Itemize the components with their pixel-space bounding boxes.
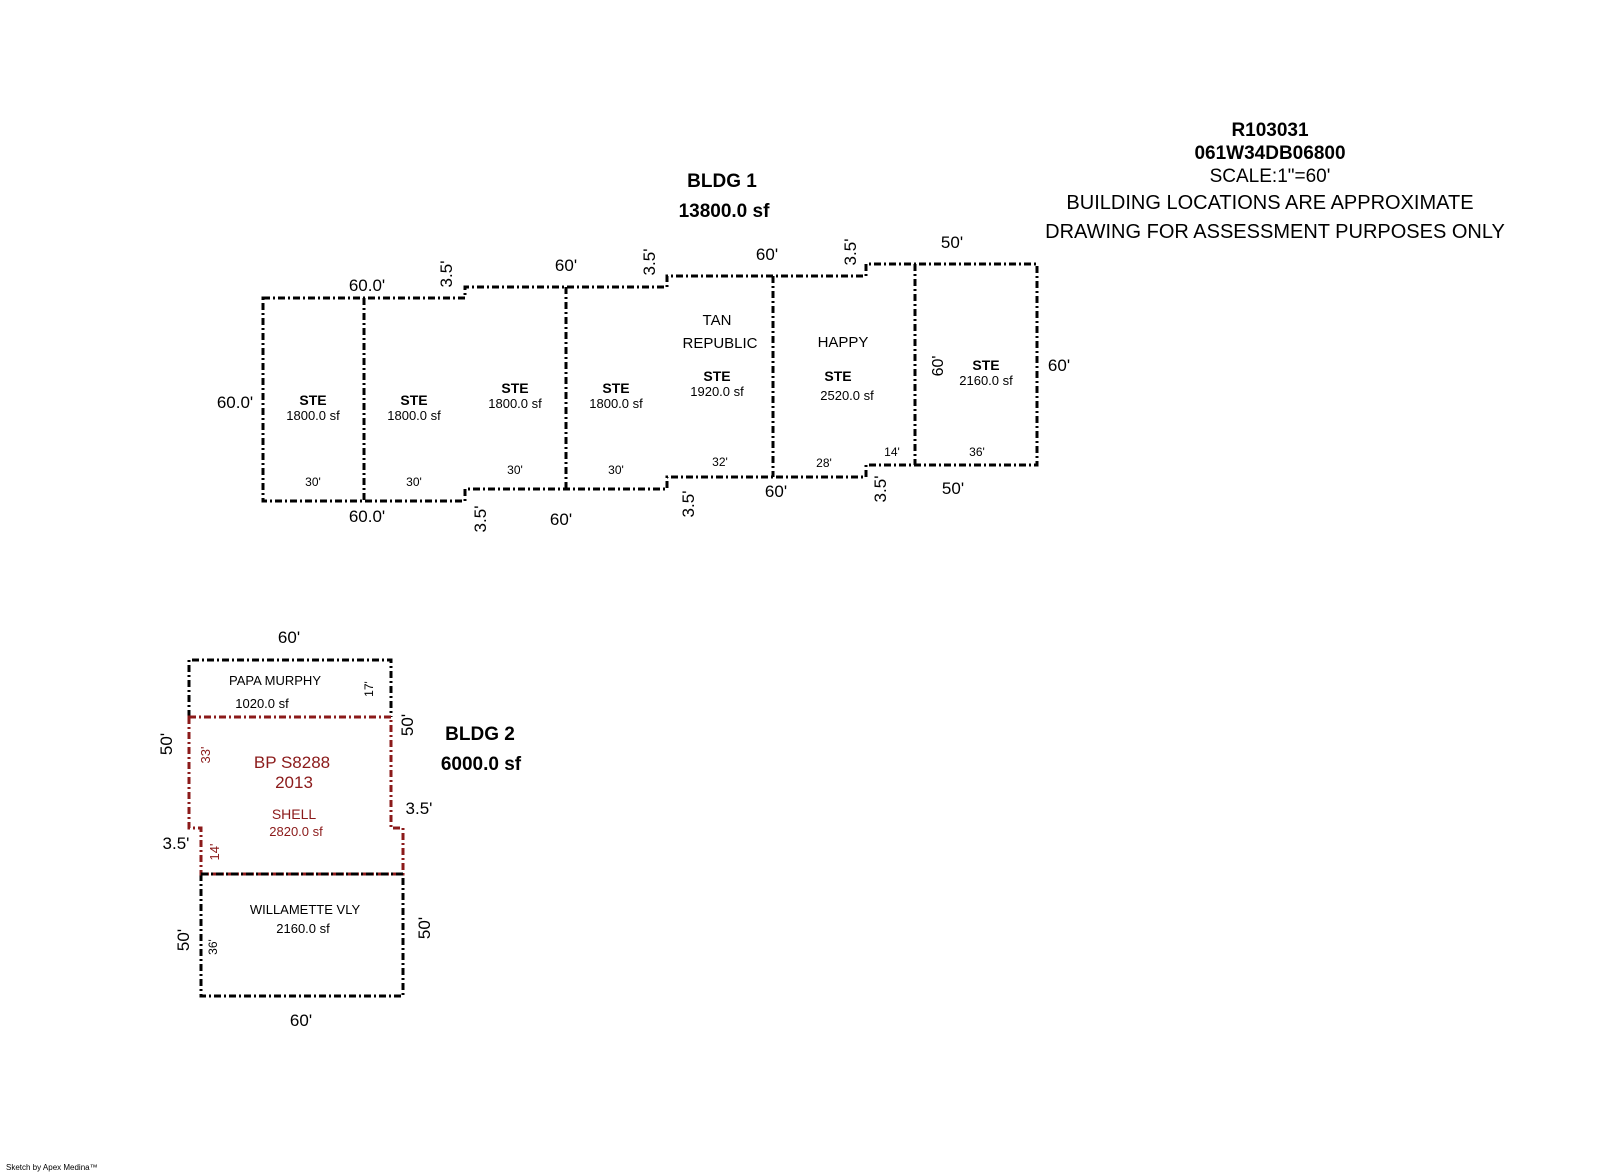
bldg2-title: BLDG 2 6000.0 sf bbox=[441, 724, 522, 775]
unit-depth: 60' bbox=[930, 356, 947, 377]
dim-left: 60.0' bbox=[217, 393, 253, 412]
unit-area: 1920.0 sf bbox=[690, 384, 744, 399]
unit-area: 1800.0 sf bbox=[286, 408, 340, 423]
unit-width: 36' bbox=[969, 445, 985, 459]
bldg1-area-text: 13800.0 sf bbox=[679, 201, 771, 222]
unit-area: 1800.0 sf bbox=[387, 408, 441, 423]
bldg1-unit-tan-republic: TAN REPUBLIC STE 1920.0 sf 32' bbox=[682, 312, 757, 469]
sketch-credit: Sketch by Apex Medina™ bbox=[6, 1163, 98, 1172]
bldg1-unit-2: STE 1800.0 sf 30' bbox=[387, 392, 441, 489]
unit-width: 30' bbox=[305, 475, 321, 489]
papa-name: PAPA MURPHY bbox=[229, 673, 321, 688]
permit-number: BP S8288 bbox=[254, 753, 330, 772]
dim-bottom-c: 60' bbox=[765, 482, 787, 501]
dim-right: 60' bbox=[1048, 356, 1070, 375]
dim-bottom-a: 60.0' bbox=[349, 507, 385, 526]
bldg2-papa-murphy: PAPA MURPHY 1020.0 sf 17' bbox=[229, 673, 376, 711]
willamette-depth: 36' bbox=[206, 939, 220, 955]
bldg2-outline bbox=[187, 658, 405, 998]
bldg2-area-text: 6000.0 sf bbox=[441, 754, 522, 775]
bldg1-title: BLDG 1 13800.0 sf bbox=[679, 171, 771, 222]
papa-area: 1020.0 sf bbox=[235, 696, 289, 711]
bldg1-title-text: BLDG 1 bbox=[687, 171, 757, 192]
dim-top-a: 60.0' bbox=[349, 276, 385, 295]
permit-year: 2013 bbox=[275, 773, 313, 792]
dim-jog-bottom-2: 3.5' bbox=[679, 491, 698, 518]
unit-area: 1800.0 sf bbox=[589, 396, 643, 411]
dim-left-lower: 50' bbox=[174, 929, 193, 951]
bldg1-unit-7: STE 2160.0 sf 36' 60' bbox=[930, 356, 1013, 459]
dim-top-c: 60' bbox=[756, 245, 778, 264]
dim-jog-bottom-3: 3.5' bbox=[871, 476, 890, 503]
dim-right-upper: 50' bbox=[398, 714, 417, 736]
unit-name: STE bbox=[299, 392, 326, 408]
shell-area: 2820.0 sf bbox=[269, 824, 323, 839]
dim-jog-top-3: 3.5' bbox=[841, 239, 860, 266]
bldg1-dimensions: 60.0' 60' 60' 50' 60.0' 60' 60' 50' 60.0… bbox=[217, 233, 1070, 532]
unit-width: 30' bbox=[507, 463, 523, 477]
papa-depth: 17' bbox=[362, 681, 376, 697]
tenant-name: HAPPY bbox=[818, 334, 869, 351]
bldg1-outline bbox=[261, 262, 1039, 503]
dim-left-jog: 3.5' bbox=[163, 834, 190, 853]
dim-jog-top-2: 3.5' bbox=[640, 249, 659, 276]
unit-name: STE bbox=[824, 368, 851, 384]
unit-name: STE bbox=[602, 380, 629, 396]
bldg1-unit-1: STE 1800.0 sf 30' bbox=[286, 392, 340, 489]
permit-depth-b: 14' bbox=[207, 844, 222, 861]
unit-width: 30' bbox=[608, 463, 624, 477]
bldg1-unit-3: STE 1800.0 sf 30' bbox=[488, 380, 542, 477]
willamette-area: 2160.0 sf bbox=[276, 921, 330, 936]
dim-jog-top-1: 3.5' bbox=[437, 261, 456, 288]
bldg2-permit-shell: BP S8288 2013 SHELL 2820.0 sf 33' 14' bbox=[198, 747, 330, 861]
bldg2-dimensions: 60' 60' 50' 3.5' 50' 50' 3.5' 50' bbox=[157, 628, 434, 1030]
unit-name: STE bbox=[501, 380, 528, 396]
location-note: BUILDING LOCATIONS ARE APPROXIMATE bbox=[1066, 192, 1474, 214]
scale-note: SCALE:1"=60' bbox=[1209, 166, 1331, 187]
map-tax-lot: 061W34DB06800 bbox=[1194, 143, 1346, 164]
unit-area: 2520.0 sf bbox=[820, 388, 874, 403]
tenant-line2: REPUBLIC bbox=[682, 335, 757, 352]
unit-width: 28' bbox=[816, 456, 832, 470]
bldg1-unit-4: STE 1800.0 sf 30' bbox=[589, 380, 643, 477]
bldg2-willamette: WILLAMETTE VLY 2160.0 sf 36' bbox=[206, 902, 360, 955]
dim-bottom-d: 50' bbox=[942, 479, 964, 498]
dim-right-jog: 3.5' bbox=[406, 799, 433, 818]
shell-name: SHELL bbox=[272, 806, 317, 822]
unit-name: STE bbox=[972, 357, 999, 373]
permit-depth-a: 33' bbox=[198, 747, 213, 764]
dim-bottom: 60' bbox=[290, 1011, 312, 1030]
purpose-note: DRAWING FOR ASSESSMENT PURPOSES ONLY bbox=[1045, 221, 1505, 243]
dim-left-upper: 50' bbox=[157, 733, 176, 755]
unit-area: 1800.0 sf bbox=[488, 396, 542, 411]
willamette-name: WILLAMETTE VLY bbox=[250, 902, 361, 917]
dim-right-lower: 50' bbox=[415, 917, 434, 939]
unit-width: 30' bbox=[406, 475, 422, 489]
unit-name: STE bbox=[703, 368, 730, 384]
unit-jog: 14' bbox=[884, 445, 900, 459]
dim-jog-bottom-1: 3.5' bbox=[471, 506, 490, 533]
unit-width: 32' bbox=[712, 455, 728, 469]
dim-top: 60' bbox=[278, 628, 300, 647]
dim-bottom-b: 60' bbox=[550, 510, 572, 529]
dim-top-d: 50' bbox=[941, 233, 963, 252]
bldg1-unit-happy: HAPPY STE 2520.0 sf 28' 14' bbox=[816, 334, 900, 470]
unit-area: 2160.0 sf bbox=[959, 373, 1013, 388]
tenant-line1: TAN bbox=[703, 312, 732, 329]
account-id: R103031 bbox=[1231, 120, 1309, 141]
dim-top-b: 60' bbox=[555, 256, 577, 275]
unit-name: STE bbox=[400, 392, 427, 408]
bldg2-title-text: BLDG 2 bbox=[445, 724, 515, 745]
